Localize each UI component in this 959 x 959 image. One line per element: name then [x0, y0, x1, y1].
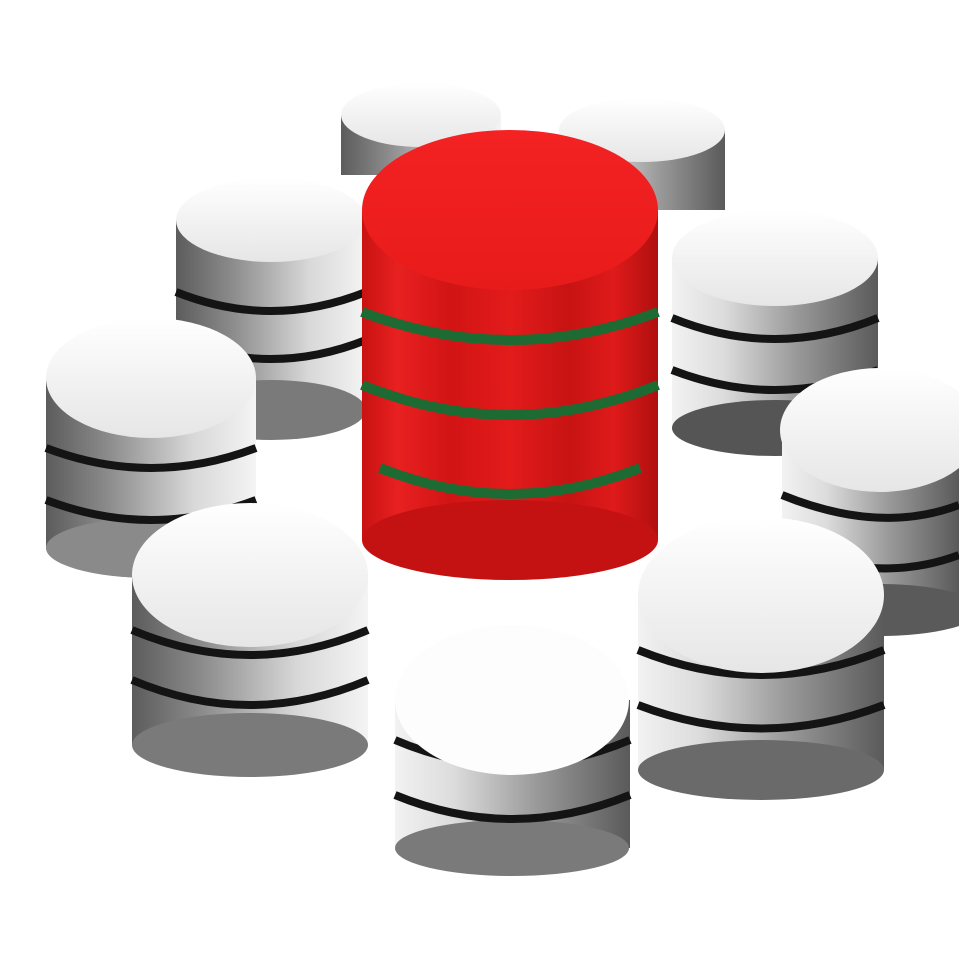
database-icon: [130, 503, 370, 777]
primary-database-icon: [360, 130, 660, 580]
database-icon: [393, 625, 632, 876]
database-icon: [636, 517, 886, 800]
